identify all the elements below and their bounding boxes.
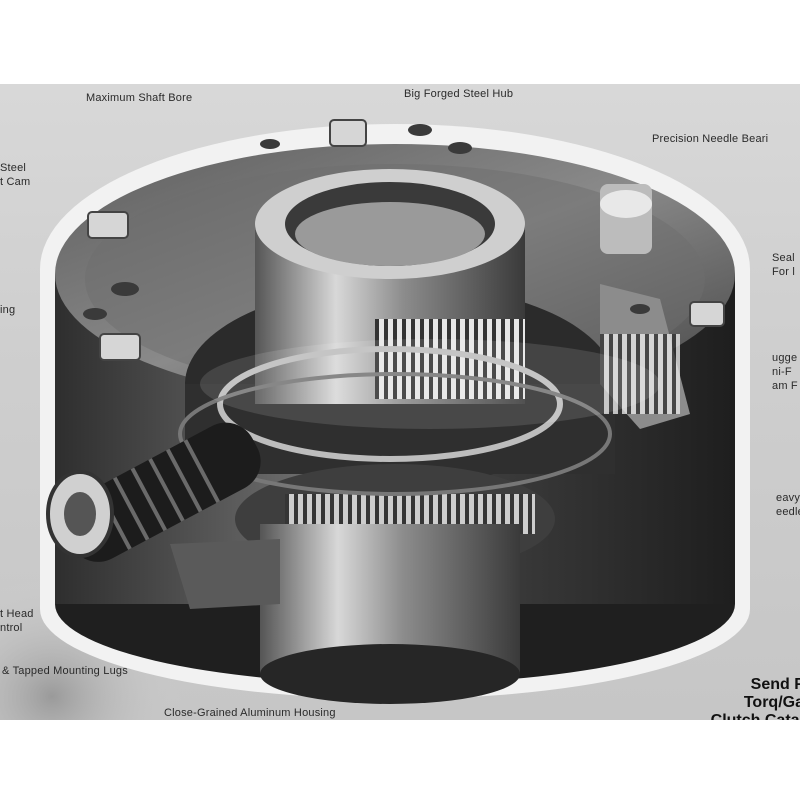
callout-needle2: eedle <box>776 506 800 518</box>
callout-hifrict: ni-F <box>772 366 792 378</box>
clutch-illustration <box>0 119 750 720</box>
callout-lugs: & Tapped Mounting Lugs <box>2 665 128 677</box>
callout-cam: t Cam <box>0 176 31 188</box>
callout-needle: Precision Needle Beari <box>652 133 769 145</box>
callout-ing: ing <box>0 304 16 316</box>
send-line-2: Torq/Ga <box>743 694 800 711</box>
callout-for: For l <box>772 266 795 278</box>
product-photo <box>0 84 800 720</box>
callout-heavy: eavy- <box>776 492 800 504</box>
callout-rugged: ugge <box>772 352 798 364</box>
callout-hub: Big Forged Steel Hub <box>404 88 514 100</box>
callout-housing: Close-Grained Aluminum Housing <box>164 707 336 719</box>
callout-shaft-bore: Maximum Shaft Bore <box>86 92 193 104</box>
callout-head: t Head <box>0 608 34 620</box>
callout-steel: Steel <box>0 162 27 174</box>
send-line-3: Clutch Catal <box>711 712 800 720</box>
callout-camf: am F <box>772 380 798 392</box>
send-line-1: Send F <box>750 676 800 693</box>
callout-control: ntrol <box>0 622 23 634</box>
callout-seal: Seal <box>772 252 795 264</box>
